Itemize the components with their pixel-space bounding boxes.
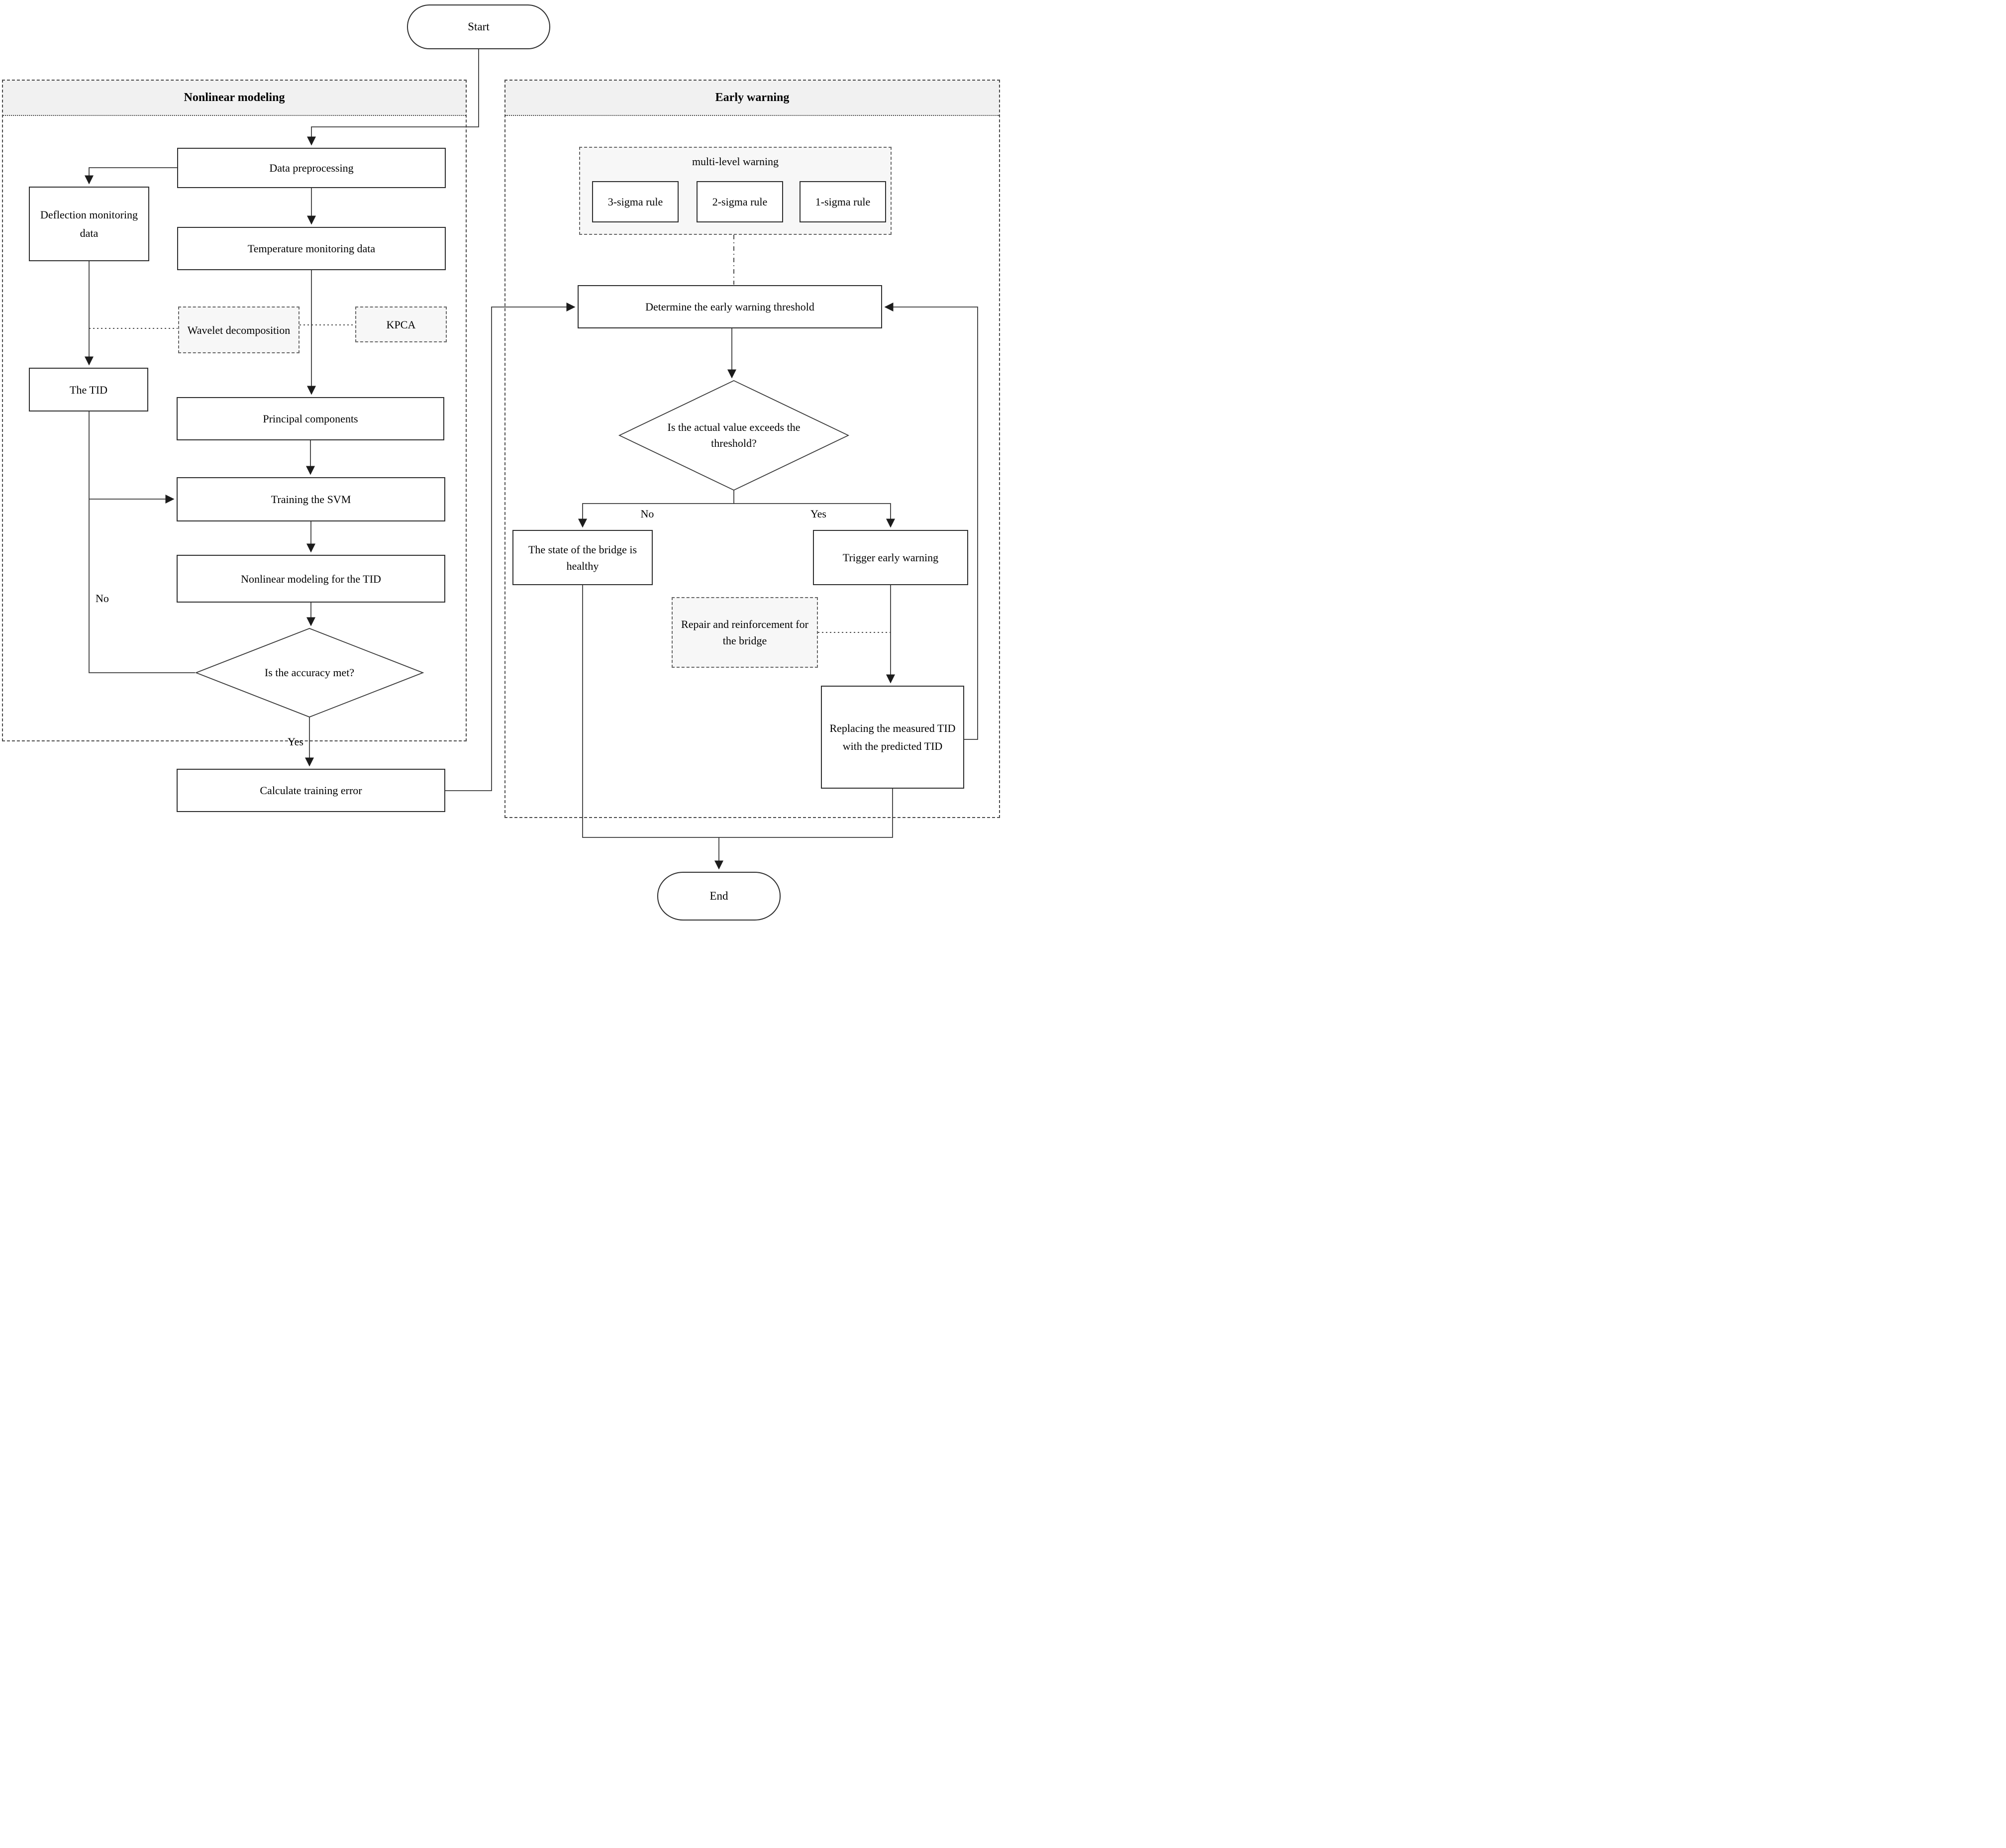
accuracy-check-text: Is the accuracy met? <box>264 666 355 679</box>
node-replacing-tid: Replacing the measured TID with the pred… <box>821 686 964 789</box>
node-2-sigma-rule: 2-sigma rule <box>697 181 783 222</box>
principal-label: Principal components <box>263 412 358 425</box>
training-svm-label: Training the SVM <box>271 493 351 506</box>
section-nonlinear-modeling: Nonlinear modeling <box>2 80 467 741</box>
edge-calc-to-determine <box>445 303 576 791</box>
wavelet-label: Wavelet decomposition <box>187 323 291 336</box>
edge-no-loop-line <box>89 411 195 673</box>
section-title-early-warning: Early warning <box>505 81 999 116</box>
node-bridge-healthy: The state of the bridge is healthy <box>512 530 653 585</box>
edge-healthy-to-merge <box>582 585 719 838</box>
section-early-warning: Early warning <box>504 80 1000 818</box>
accuracy-no-text: No <box>96 592 109 605</box>
edge-label-accuracy-yes: Yes <box>234 735 303 748</box>
node-training-the-svm: Training the SVM <box>177 477 445 521</box>
node-end: End <box>657 872 781 921</box>
edge-label-accuracy-no: No <box>96 592 135 605</box>
threshold-yes-text: Yes <box>810 508 826 520</box>
node-the-tid: The TID <box>29 368 148 411</box>
sigma-rule-3-label: 3-sigma rule <box>607 196 663 208</box>
calc-error-label: Calculate training error <box>260 784 362 797</box>
flowchart: Nonlinear modeling Early warning multi-l… <box>0 0 1003 924</box>
sigma-rule-1-label: 1-sigma rule <box>815 196 871 208</box>
edge-preprocessing-to-deflection <box>85 167 177 185</box>
node-nonlinear-modeling-tid: Nonlinear modeling for the TID <box>177 555 445 603</box>
deflection-label: Deflection monitoring data <box>40 208 138 239</box>
edge-start-to-preprocessing <box>307 49 479 146</box>
node-kpca: KPCA <box>355 307 447 342</box>
repair-label: Repair and reinforcement for the bridge <box>681 618 808 647</box>
nonlinear-tid-label: Nonlinear modeling for the TID <box>241 572 381 585</box>
node-data-preprocessing: Data preprocessing <box>177 148 446 188</box>
accuracy-yes-text: Yes <box>287 735 303 748</box>
start-label: Start <box>468 20 490 33</box>
edge-replacing-loop-to-determine <box>884 303 978 740</box>
node-deflection-monitoring-data: Deflection monitoring data <box>29 187 149 261</box>
determine-threshold-label: Determine the early warning threshold <box>645 301 814 313</box>
end-label: End <box>709 889 728 902</box>
replacing-label: Replacing the measured TID with the pred… <box>829 722 956 752</box>
bridge-healthy-label: The state of the bridge is healthy <box>528 543 637 572</box>
connector-layer <box>85 49 978 870</box>
tid-label: The TID <box>70 383 107 396</box>
data-preprocessing-label: Data preprocessing <box>269 162 354 174</box>
threshold-no-text: No <box>640 508 654 520</box>
node-start: Start <box>407 4 550 49</box>
node-1-sigma-rule: 1-sigma rule <box>800 181 886 222</box>
temperature-label: Temperature monitoring data <box>247 242 376 255</box>
edge-label-threshold-no: No <box>622 508 672 520</box>
sigma-rule-2-label: 2-sigma rule <box>712 196 768 208</box>
threshold-check-label: Is the actual value exceeds the threshol… <box>652 403 816 468</box>
kpca-label: KPCA <box>386 318 416 331</box>
diamond-accuracy-check <box>195 628 424 718</box>
edge-threshold-no-to-healthy <box>578 503 734 528</box>
accuracy-check-label: Is the accuracy met? <box>230 658 389 688</box>
node-repair-reinforcement: Repair and reinforcement for the bridge <box>672 597 818 668</box>
trigger-warning-label: Trigger early warning <box>842 551 939 564</box>
node-principal-components: Principal components <box>177 397 444 440</box>
node-temperature-monitoring-data: Temperature monitoring data <box>177 227 446 270</box>
edge-threshold-yes-to-trigger <box>734 503 895 528</box>
multi-level-warning-title: multi-level warning <box>692 155 779 168</box>
section-title-nonlinear-modeling: Nonlinear modeling <box>3 81 466 116</box>
node-wavelet-decomposition: Wavelet decomposition <box>178 307 300 353</box>
node-trigger-early-warning: Trigger early warning <box>813 530 968 585</box>
diamond-threshold-check <box>618 380 850 491</box>
edge-label-threshold-yes: Yes <box>794 508 843 520</box>
node-3-sigma-rule: 3-sigma rule <box>592 181 679 222</box>
edge-replacing-to-merge <box>719 789 893 838</box>
threshold-check-text: Is the actual value exceeds the threshol… <box>667 421 801 449</box>
node-determine-threshold: Determine the early warning threshold <box>578 285 882 328</box>
node-calculate-training-error: Calculate training error <box>177 769 445 812</box>
